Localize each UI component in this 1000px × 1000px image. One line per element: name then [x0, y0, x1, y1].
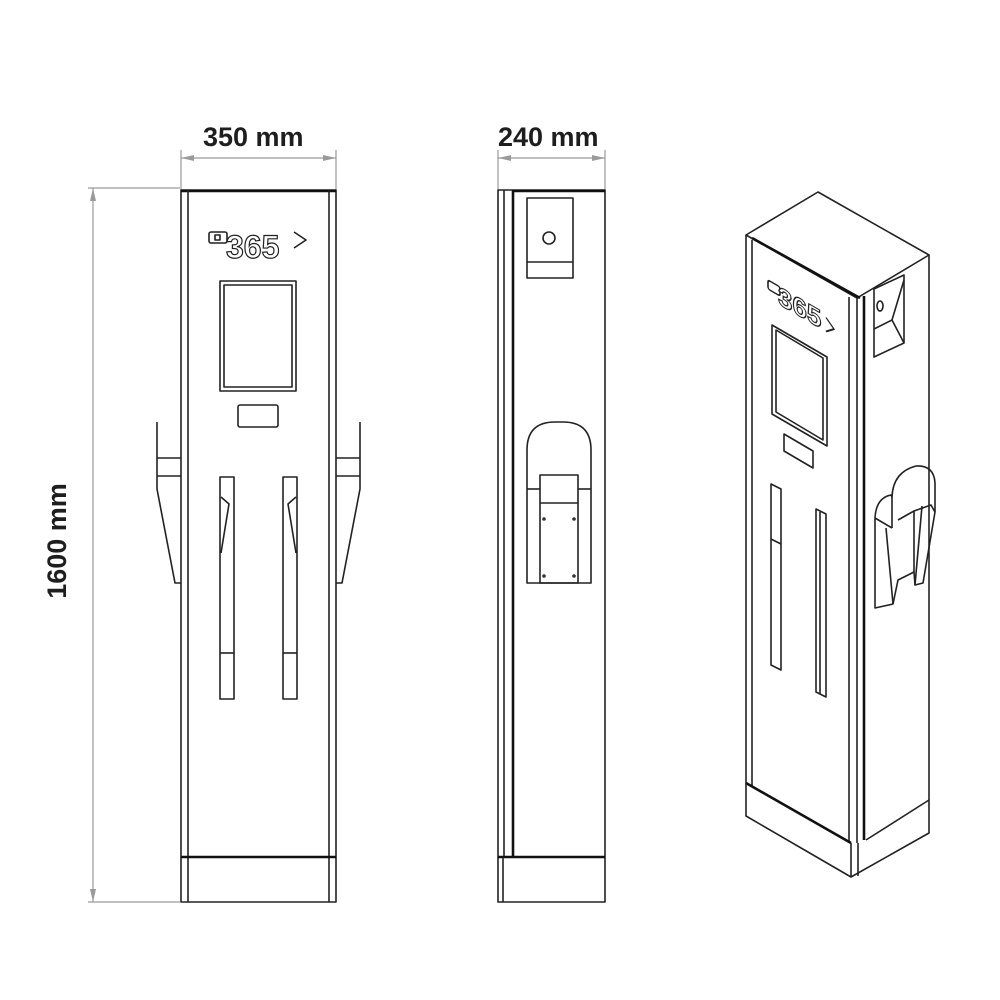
chevron-right-icon: [293, 231, 307, 249]
front-screen: [219, 280, 297, 392]
side-view: [497, 189, 606, 903]
front-card-reader: [237, 404, 279, 428]
charger-plug-icon: [208, 231, 228, 244]
width-dimension-label: 350 mm: [203, 122, 304, 152]
front-logo-text: 365: [226, 229, 279, 265]
depth-dimension-label: 240 mm: [498, 122, 599, 152]
front-cable-holder-right: [282, 476, 298, 700]
iso-top-face: [745, 191, 930, 299]
width-dimension-line: [180, 150, 337, 190]
iso-card-reader: [783, 433, 814, 469]
iso-side-module: [873, 274, 905, 358]
side-module-hole: [542, 231, 556, 245]
front-side-bracket-right: [336, 422, 361, 584]
iso-screen: [771, 324, 828, 447]
front-cable-holder-left: [219, 476, 235, 700]
iso-logo-text: 365: [778, 281, 821, 335]
front-body: [180, 189, 337, 903]
depth-dimension-line: [497, 150, 606, 190]
iso-cable-holder-left: [770, 483, 782, 671]
side-holster: [526, 421, 592, 584]
iso-front-face: [745, 235, 852, 844]
isometric-view: 365: [745, 191, 936, 878]
front-logo: 365: [208, 228, 307, 266]
iso-cable-holder-right: [815, 508, 827, 698]
front-side-bracket-left: [156, 422, 181, 584]
iso-charger-plug-icon: [767, 279, 781, 297]
iso-base: [745, 781, 930, 878]
height-dimension-line: [88, 187, 180, 903]
iso-holster: [874, 465, 936, 609]
front-view: 365: [156, 189, 361, 903]
side-top-module: [526, 197, 574, 279]
